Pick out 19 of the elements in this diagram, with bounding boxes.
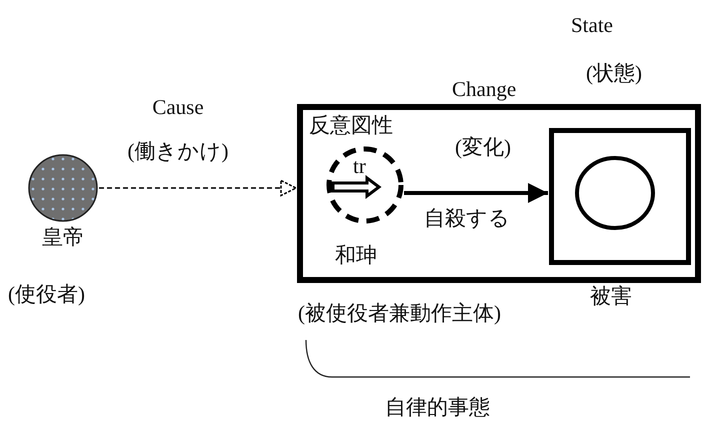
node-label: tr: [353, 155, 366, 178]
edge-label: 自殺する: [424, 207, 510, 230]
text-label: State: [571, 14, 613, 38]
event-box: [297, 104, 701, 283]
edge-label: Cause (働きかけ): [126, 94, 230, 166]
text-label: (被使役者兼動作主体): [298, 302, 501, 326]
text-label: 被害: [590, 285, 632, 308]
node-label: 反意図性: [309, 114, 393, 138]
arrow: [404, 183, 548, 203]
text-label: (状態): [586, 62, 642, 86]
text-label: 自律的事態: [385, 396, 490, 420]
node-label: 皇帝: [42, 226, 84, 250]
text-label: (変化): [455, 136, 511, 160]
node-label: 和珅: [335, 244, 377, 268]
circle-symbol: [574, 155, 656, 231]
dashed-arrow: [99, 180, 297, 196]
state-box: [549, 128, 691, 265]
text-label: Change: [452, 78, 516, 102]
role-label: (使役者): [8, 283, 85, 306]
